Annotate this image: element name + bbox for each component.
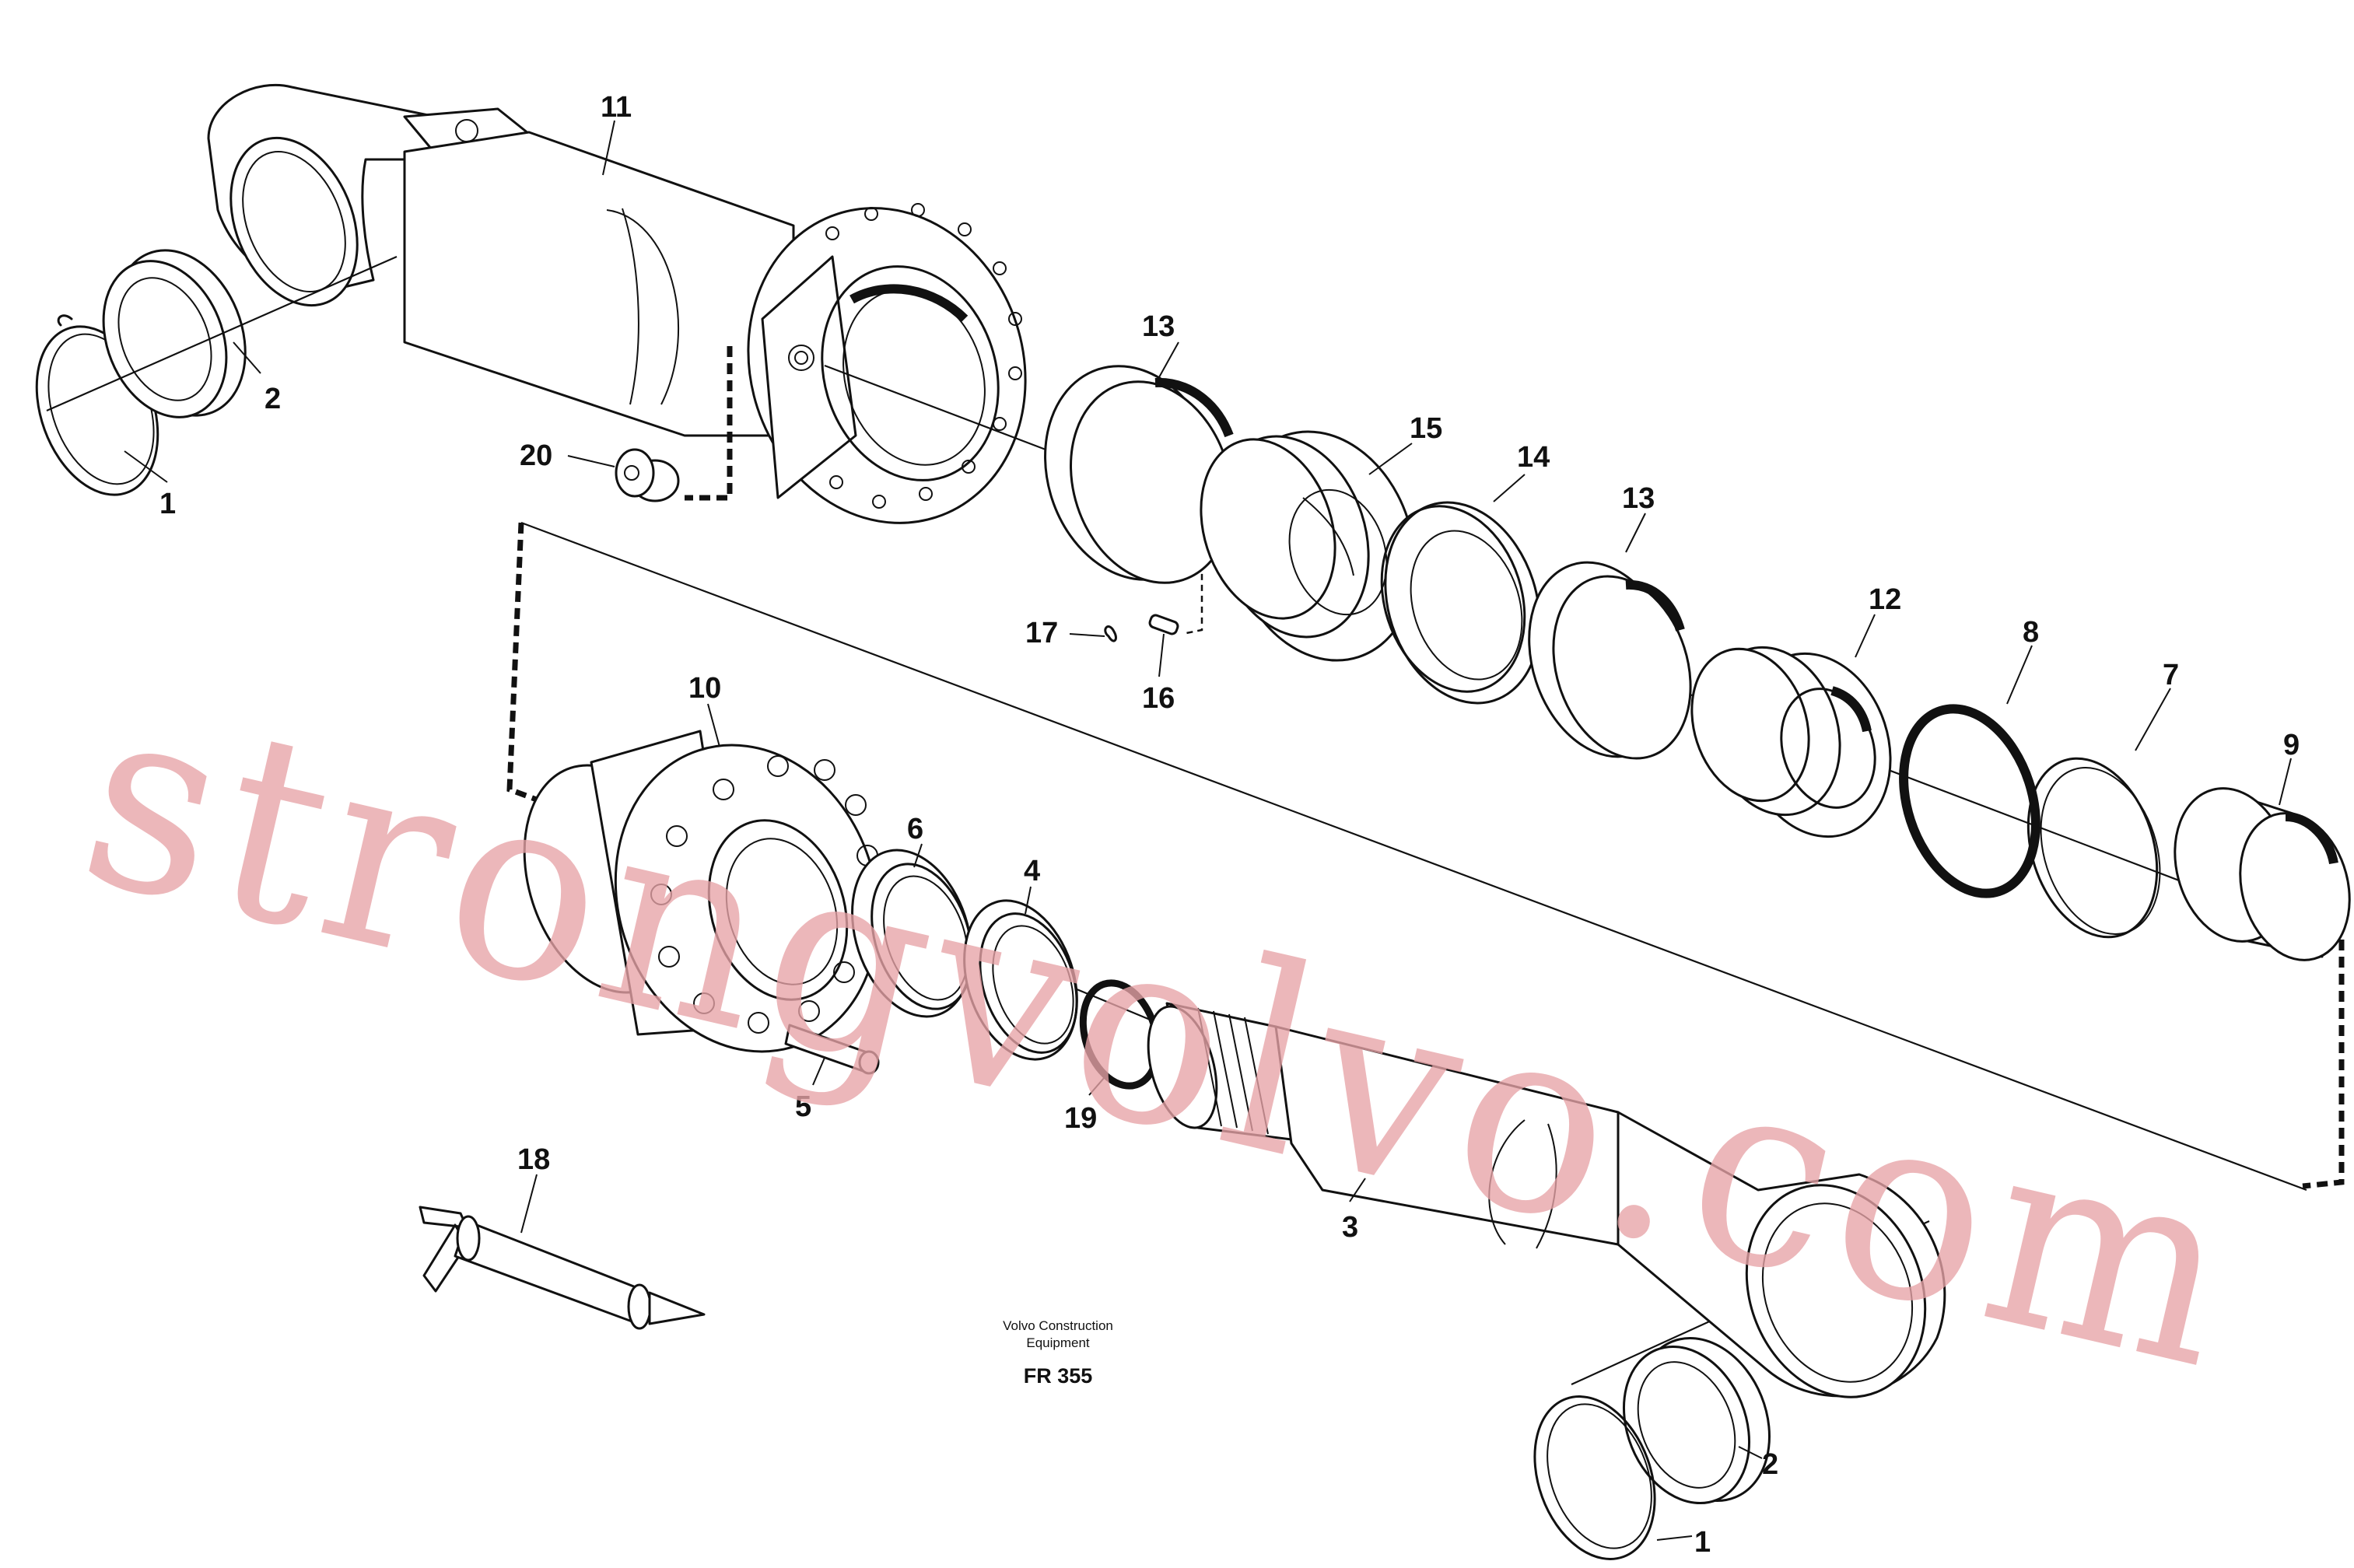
callout-labels: 1 2 11 20 13 15 14 13 17 16 12 8 7 9 10 … <box>159 91 2300 1559</box>
lock-pin-5 <box>784 1024 880 1075</box>
grease-nipple-part <box>615 448 680 502</box>
callout-20: 20 <box>520 439 552 472</box>
ball-17 <box>1104 625 1117 642</box>
leader-lines <box>124 120 2292 1541</box>
watermark-text: strongvolvo.com <box>60 643 2265 1428</box>
figure-code: FR 355 <box>1024 1364 1093 1388</box>
callout-2-top: 2 <box>264 383 281 415</box>
callout-2-bottom: 2 <box>1762 1448 1778 1481</box>
callout-6: 6 <box>907 813 923 845</box>
cylinder-tube-part <box>207 83 1027 524</box>
snap-ring-bottom <box>1533 1395 1656 1560</box>
callout-5: 5 <box>795 1090 811 1123</box>
backup-ring-7 <box>2026 757 2161 939</box>
callout-13-left: 13 <box>1142 310 1175 343</box>
piston-rod-3 <box>1147 1002 1946 1398</box>
bearing-bushing-bottom <box>1622 1336 1771 1505</box>
callout-1-bottom: 1 <box>1694 1526 1711 1559</box>
spacer-sleeve-9 <box>2174 787 2351 961</box>
caption-line-1: Volvo Construction <box>1003 1318 1113 1333</box>
piston-seal-14 <box>1380 501 1541 705</box>
o-ring-8 <box>1899 704 2040 898</box>
guide-ring-13-right <box>1528 561 1692 760</box>
callout-11: 11 <box>601 91 632 124</box>
callout-12: 12 <box>1869 583 1901 616</box>
grease-gun-18 <box>419 1206 706 1330</box>
callout-3: 3 <box>1342 1211 1358 1244</box>
caption-line-2: Equipment <box>1026 1335 1090 1350</box>
callout-4: 4 <box>1024 855 1040 887</box>
drawing-caption: Volvo Construction Equipment FR 355 <box>1003 1318 1113 1388</box>
callout-7: 7 <box>2163 659 2179 691</box>
callout-18: 18 <box>517 1143 550 1176</box>
guide-ring-13-left <box>1044 365 1234 584</box>
wiper-6 <box>851 849 973 1018</box>
callout-13-right: 13 <box>1622 482 1655 515</box>
callout-10: 10 <box>688 672 721 705</box>
rod-seal-4 <box>963 899 1078 1061</box>
bearing-bushing-top <box>102 249 247 418</box>
cylinder-head-10 <box>523 730 880 1053</box>
callout-19: 19 <box>1064 1102 1097 1135</box>
callout-9: 9 <box>2283 729 2300 761</box>
callout-14: 14 <box>1517 441 1550 474</box>
callout-16: 16 <box>1142 682 1175 715</box>
set-screw-16 <box>1148 614 1179 635</box>
callout-8: 8 <box>2023 616 2039 649</box>
callout-15: 15 <box>1410 412 1442 445</box>
callout-17: 17 <box>1025 617 1058 649</box>
piston-nut-12 <box>1690 646 1892 838</box>
watermark: strongvolvo.com <box>60 643 2265 1428</box>
callout-1-top: 1 <box>159 488 176 520</box>
